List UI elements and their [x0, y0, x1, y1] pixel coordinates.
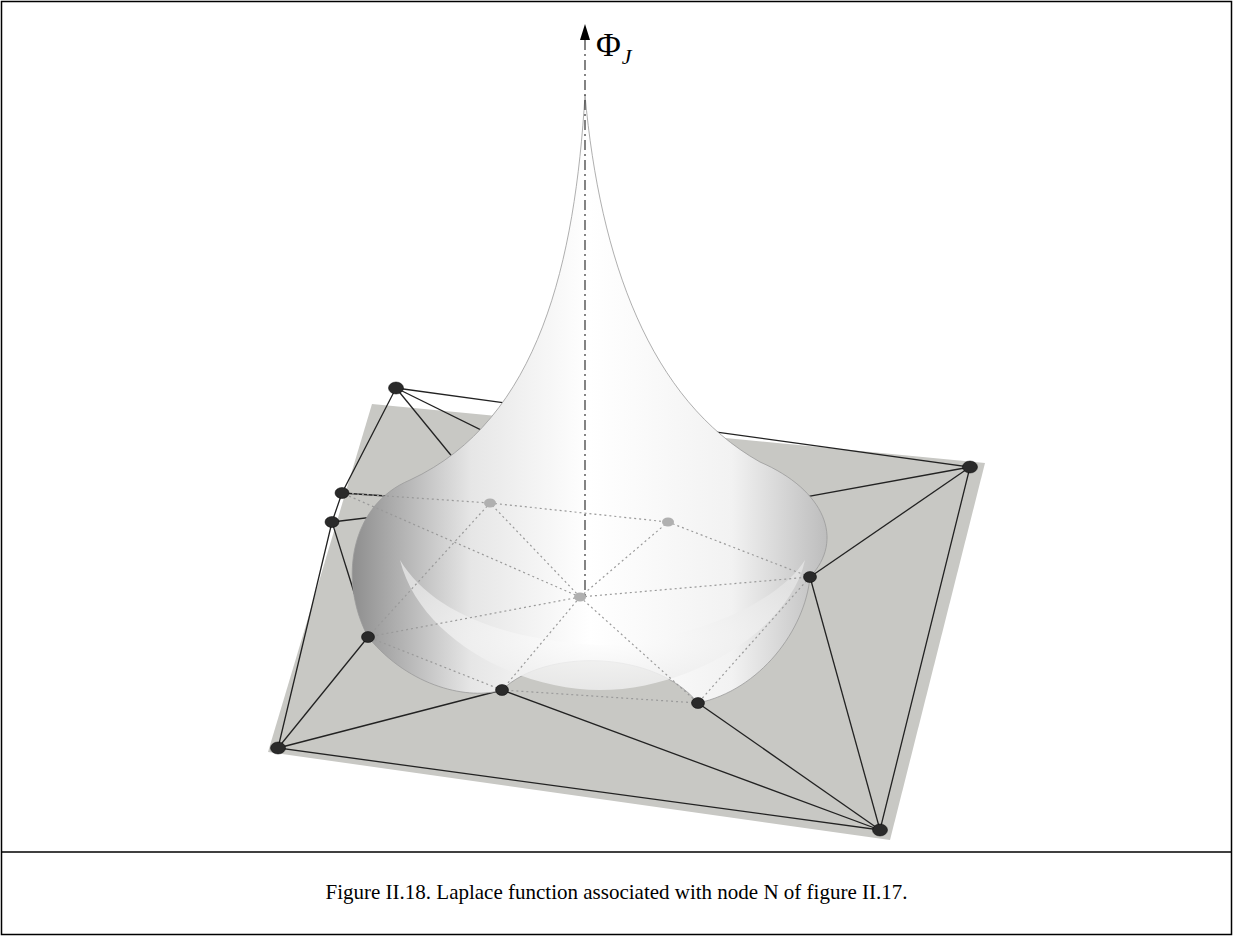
axis-label: Φ: [596, 26, 621, 64]
figure-caption: Figure II.18. Laplace function associate…: [0, 880, 1233, 905]
axis-subscript: J: [622, 44, 632, 70]
